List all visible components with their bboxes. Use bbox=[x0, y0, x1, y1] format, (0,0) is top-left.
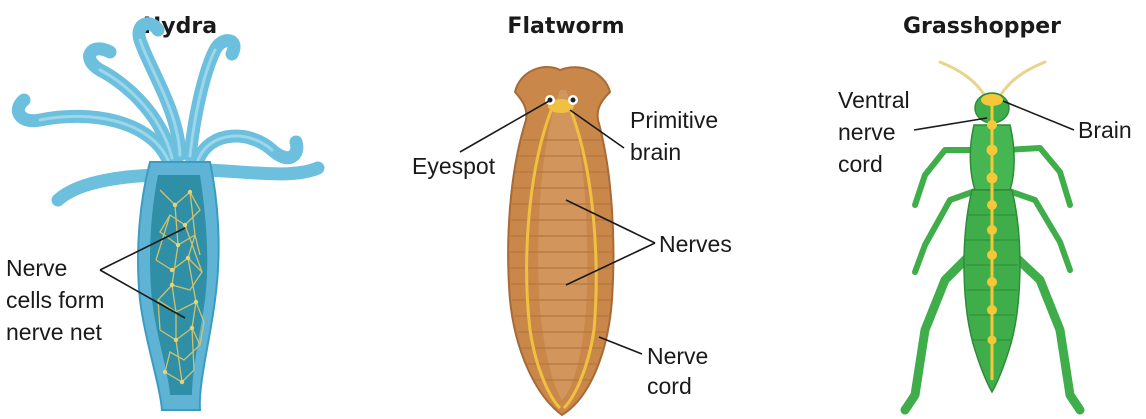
primitive-brain-label-line-2: brain bbox=[630, 139, 681, 165]
grasshopper-panel: Grasshopper bbox=[838, 14, 1132, 410]
primitive-brain-label-line-1: Primitive bbox=[630, 107, 718, 133]
ventral-nerve-cord-label-line-1: Ventral bbox=[838, 87, 910, 113]
nerves-label: Nerves bbox=[659, 231, 732, 257]
grasshopper-title: Grasshopper bbox=[903, 14, 1061, 39]
nerve-cord-label-line-1: Nerve bbox=[647, 343, 708, 369]
grasshopper-illustration bbox=[905, 62, 1080, 410]
flatworm-panel: Flatworm bbox=[412, 14, 732, 415]
grasshopper-brain-leader bbox=[1003, 101, 1074, 130]
flatworm-title: Flatworm bbox=[507, 14, 624, 39]
nerve-net-label-line-3: nerve net bbox=[6, 319, 103, 345]
nerve-cord-label-line-2: cord bbox=[647, 373, 692, 399]
hydra-illustration bbox=[18, 24, 318, 410]
nerve-net-label-line-2: cells form bbox=[6, 287, 104, 313]
brain-label: Brain bbox=[1078, 117, 1132, 143]
hydra-panel: Hydra bbox=[6, 14, 318, 410]
nerve-net-label-line-1: Nerve bbox=[6, 255, 67, 281]
ventral-nerve-cord-label-line-3: cord bbox=[838, 151, 883, 177]
flatworm-illustration bbox=[508, 67, 613, 415]
ventral-nerve-cord-label-line-2: nerve bbox=[838, 119, 896, 145]
eyespot-label: Eyespot bbox=[412, 153, 496, 179]
